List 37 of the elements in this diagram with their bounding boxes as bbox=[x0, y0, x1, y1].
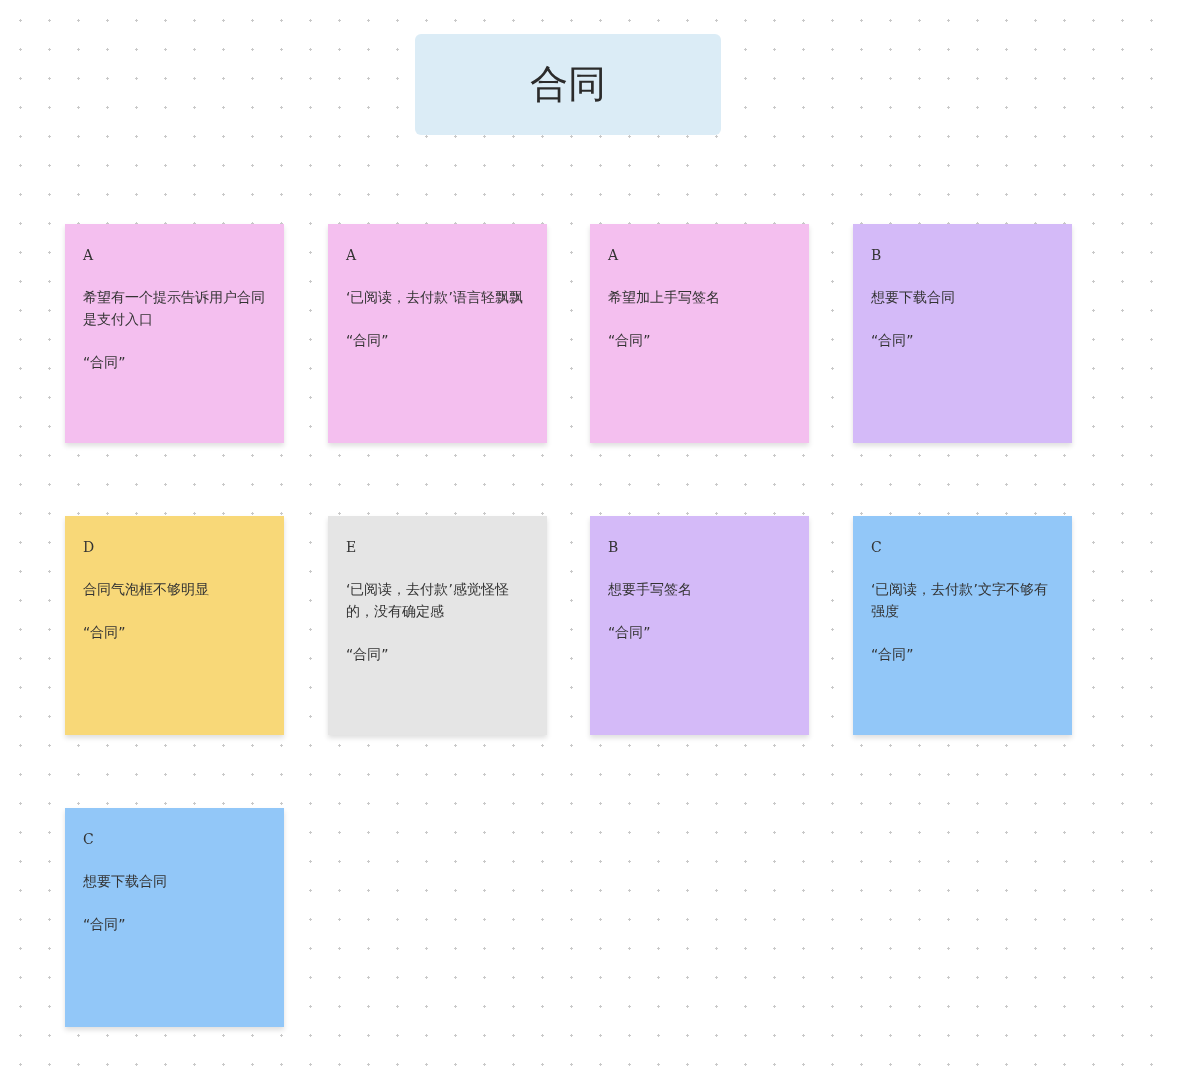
quote-text: “合同” bbox=[83, 915, 127, 934]
note-tag: D bbox=[83, 536, 266, 558]
quote-text: “合同” bbox=[871, 331, 915, 350]
note-text: 想要下载合同 bbox=[871, 288, 956, 307]
note-tag: A bbox=[83, 244, 266, 266]
sticky-note bbox=[590, 516, 809, 735]
quote-text: “合同” bbox=[346, 645, 390, 664]
note-text: 想要下载合同 bbox=[83, 872, 168, 891]
note-text: ‘已阅读，去付款’感觉怪怪的，没有确定感 bbox=[346, 580, 510, 621]
note-text: 希望有一个提示告诉用户合同是支付入口 bbox=[83, 288, 266, 329]
quote-text: “合同” bbox=[83, 353, 127, 372]
note-text: ‘已阅读，去付款’语言轻飘飘 bbox=[346, 288, 524, 307]
note-tag: B bbox=[871, 244, 1054, 266]
note-tag: C bbox=[83, 828, 266, 850]
sticky-note bbox=[65, 516, 284, 735]
sticky-note bbox=[590, 224, 809, 443]
note-text: ‘已阅读，去付款’文字不够有强度 bbox=[871, 580, 1049, 621]
sticky-note bbox=[853, 224, 1072, 443]
note-text: 想要手写签名 bbox=[608, 580, 693, 599]
quote-text: “合同” bbox=[608, 623, 652, 642]
sticky-note bbox=[328, 224, 547, 443]
sticky-note bbox=[65, 808, 284, 1027]
note-text: 希望加上手写签名 bbox=[608, 288, 721, 307]
sticky-note bbox=[65, 224, 284, 443]
note-tag: A bbox=[608, 244, 791, 266]
note-tag: E bbox=[346, 536, 529, 558]
note-tag: B bbox=[608, 536, 791, 558]
quote-text: “合同” bbox=[608, 331, 652, 350]
note-tag: A bbox=[346, 244, 529, 266]
note-tag: C bbox=[871, 536, 1054, 558]
title-banner: 合同 bbox=[415, 34, 721, 135]
quote-text: “合同” bbox=[83, 623, 127, 642]
note-text: 合同气泡框不够明显 bbox=[83, 580, 210, 599]
quote-text: “合同” bbox=[871, 645, 915, 664]
sticky-note bbox=[328, 516, 547, 735]
quote-text: “合同” bbox=[346, 331, 390, 350]
sticky-note bbox=[853, 516, 1072, 735]
